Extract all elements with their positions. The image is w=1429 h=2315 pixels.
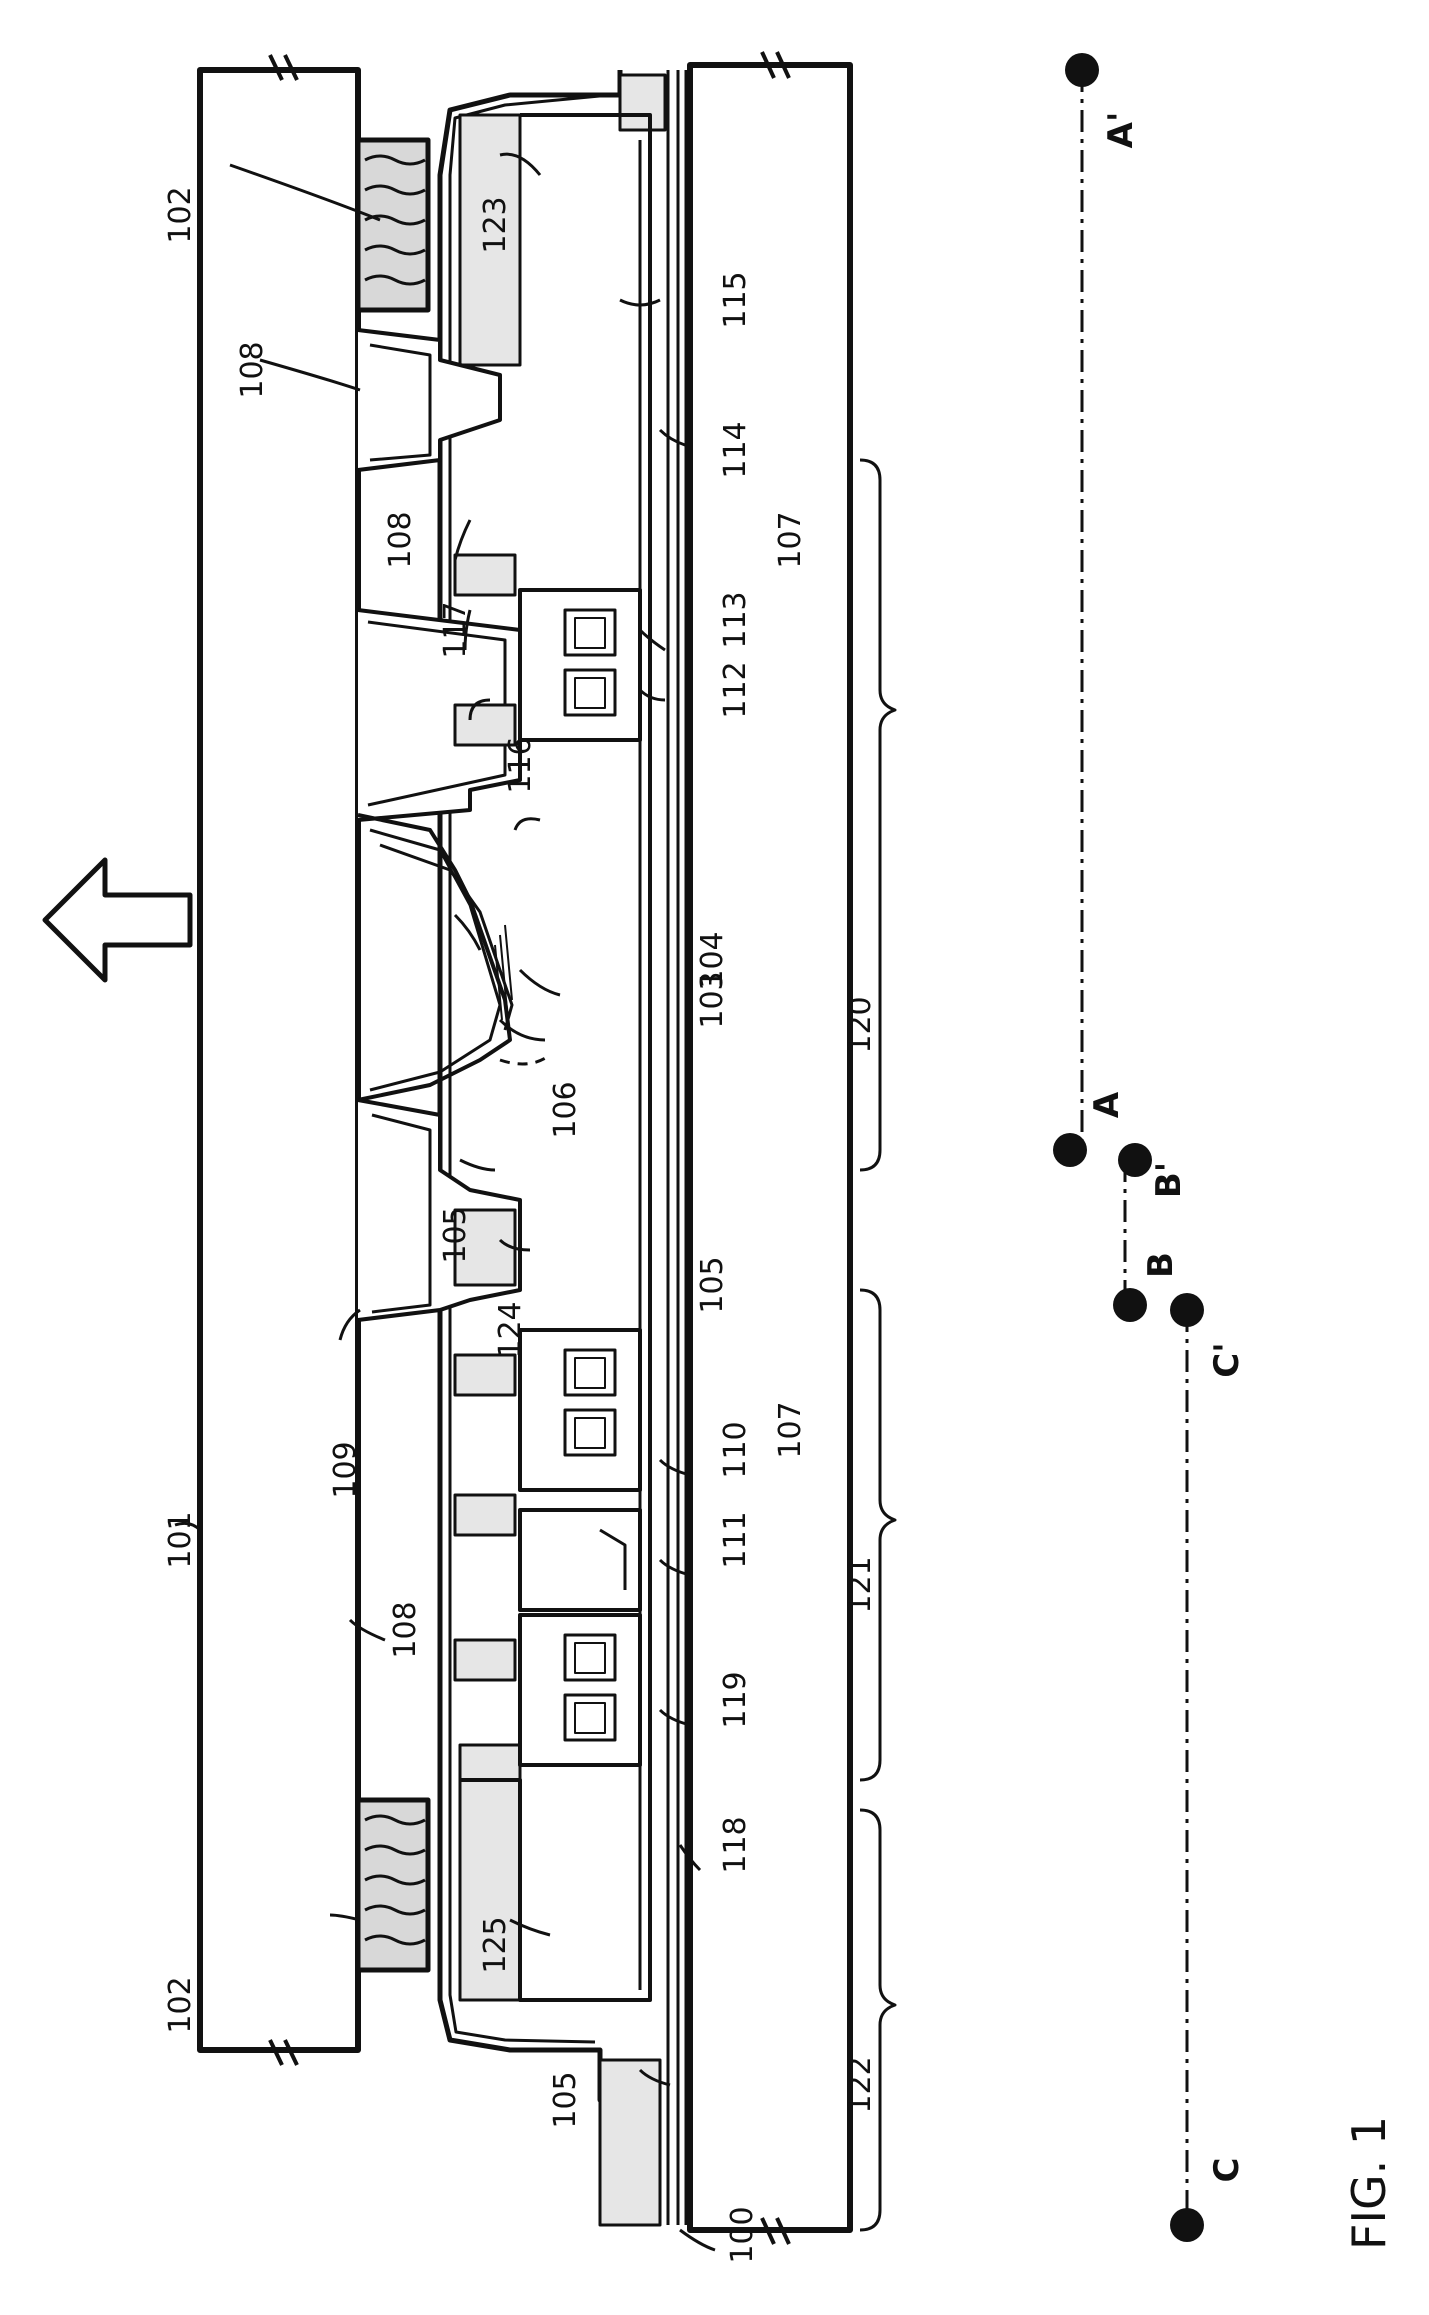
ref-label-119: 119 (718, 1671, 753, 1728)
device-cross-section (45, 52, 895, 2250)
ref-label-112: 112 (718, 661, 753, 718)
ref-label-110: 110 (718, 1421, 753, 1478)
section-label-2: B' (1149, 1162, 1189, 1198)
ref-label-116: 116 (503, 736, 538, 793)
brace-120 (860, 460, 895, 1170)
ref-label-120: 120 (843, 996, 878, 1053)
section-label-3: B (1141, 1252, 1181, 1278)
wiring-block-c (455, 1640, 515, 1680)
ref-label-108: 108 (235, 341, 270, 398)
ref-label-113: 113 (718, 591, 753, 648)
tft-119 (520, 1615, 640, 1765)
wiring-117 (455, 555, 515, 595)
figure-caption: FIG. 1 (1342, 2116, 1396, 2250)
ref-label-100: 100 (725, 2206, 760, 2263)
tft-111 (520, 1510, 640, 1610)
filler-edge-bottom (600, 2060, 660, 2225)
wiring-block-a (455, 1355, 515, 1395)
ref-label-117: 117 (438, 601, 473, 658)
filler-edge-top (620, 75, 665, 130)
brace-122 (860, 1810, 895, 2230)
ref-label-105: 105 (695, 1256, 730, 1313)
point-a (1053, 1133, 1087, 1167)
anode-103 (495, 925, 512, 1020)
ref-label-109: 109 (328, 1441, 363, 1498)
ref-label-123: 123 (478, 196, 513, 253)
element-substrate-100 (690, 65, 850, 2230)
region-dashed-circle (500, 1055, 550, 1064)
ref-label-111: 111 (718, 1511, 753, 1568)
ref-label-125: 125 (478, 1916, 513, 1973)
section-label-5: C (1207, 2158, 1247, 2183)
ref-label-105: 105 (548, 2071, 583, 2128)
ref-label-104: 104 (695, 931, 730, 988)
ref-label-107: 107 (773, 1401, 808, 1458)
point-c (1170, 2208, 1204, 2242)
ref-label-114: 114 (718, 421, 753, 478)
point-c-prime (1170, 1293, 1204, 1327)
section-label-0: A' (1101, 112, 1141, 149)
emission-arrow (45, 860, 190, 980)
ref-label-102: 102 (163, 186, 198, 243)
ref-label-108: 108 (388, 1601, 423, 1658)
brace-121 (860, 1290, 895, 1780)
point-a-prime (1065, 53, 1099, 87)
section-label-1: A (1087, 1091, 1127, 1118)
ref-label-105: 105 (438, 1206, 473, 1263)
tft-112-113 (520, 590, 640, 740)
wiring-block-b (455, 1495, 515, 1535)
ref-label-115: 115 (718, 271, 753, 328)
ref-label-121: 121 (843, 1556, 878, 1613)
ref-label-107: 107 (773, 511, 808, 568)
ref-label-118: 118 (718, 1816, 753, 1873)
point-b-prime (1118, 1143, 1152, 1177)
section-line-labels: A' A B' B C' C (1087, 112, 1247, 2183)
point-b (1113, 1288, 1147, 1322)
ref-label-101: 101 (163, 1511, 198, 1568)
ref-label-124: 124 (493, 1301, 528, 1358)
section-label-4: C' (1207, 1342, 1247, 1377)
ref-label-108: 108 (383, 511, 418, 568)
section-line-dots (1053, 53, 1204, 2242)
ref-label-102: 102 (163, 1976, 198, 2033)
ref-label-122: 122 (843, 2056, 878, 2113)
ref-label-106: 106 (548, 1081, 583, 1138)
